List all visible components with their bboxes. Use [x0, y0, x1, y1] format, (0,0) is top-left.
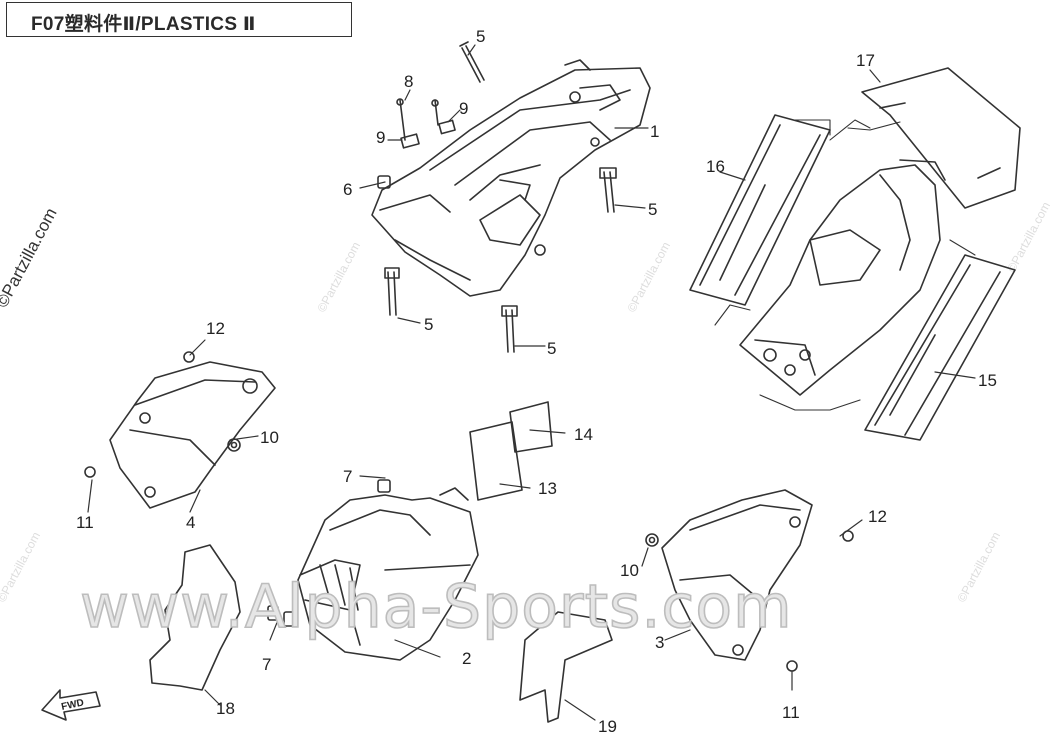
tail-assembly-center [739, 159, 946, 396]
callout-16: 16 [706, 157, 725, 176]
callout-18: 18 [216, 699, 235, 718]
callout-3: 3 [655, 633, 664, 652]
callout-6: 6 [343, 180, 352, 199]
callout-11: 11 [782, 703, 800, 722]
part-5-screw-left [384, 267, 400, 316]
part-2-storage-box [297, 487, 479, 661]
callout-9: 9 [459, 99, 468, 118]
part-9-clips [400, 119, 456, 149]
callout-5: 5 [476, 27, 485, 46]
callout-8: 8 [404, 72, 413, 91]
part-11-screw-left [84, 466, 96, 478]
callout-7: 7 [343, 467, 352, 486]
assembly-frame-lines [714, 119, 976, 411]
part-5-screw-top [459, 41, 485, 83]
part-5-screw-right [599, 167, 617, 213]
callout-4: 4 [186, 513, 195, 532]
diagram-title-box: F07塑料件Ⅱ/PLASTICS Ⅱ [6, 2, 352, 37]
part-12-screw-left [183, 351, 195, 363]
part-18-left-flap [149, 544, 241, 691]
callout-19: 19 [598, 717, 617, 736]
part-6-nut [377, 175, 391, 189]
callout-12: 12 [868, 507, 887, 526]
part-14-label [509, 401, 553, 453]
part-4-left-side-cover [109, 361, 276, 509]
part-3-right-side-cover [661, 489, 813, 661]
callout-10: 10 [260, 428, 279, 447]
callout-9: 9 [376, 128, 385, 147]
site-watermark: www.Alpha-Sports.com [79, 571, 793, 643]
part-12-screw-right [842, 530, 854, 542]
fwd-arrow-icon [41, 689, 101, 721]
callout-13: 13 [538, 479, 557, 498]
callout-numbers: 1 2 3 4 5 5 5 5 6 7 7 8 9 9 10 10 11 11 … [76, 27, 997, 736]
fwd-label: FWD [60, 697, 85, 712]
part-15-right-rail [864, 254, 1016, 441]
part-16-left-rail [689, 114, 831, 306]
callout-14: 14 [574, 425, 593, 444]
callout-15: 15 [978, 371, 997, 390]
part-7-clip-top [377, 479, 391, 493]
callout-12: 12 [206, 319, 225, 338]
part-5-screw-bottom [501, 305, 518, 353]
callout-10: 10 [620, 561, 639, 580]
callout-5: 5 [424, 315, 433, 334]
part-10-grommet-right [645, 533, 659, 547]
callout-1: 1 [650, 122, 659, 141]
callout-2: 2 [462, 649, 471, 668]
part-7-clips-bottom [267, 605, 295, 627]
callout-11: 11 [76, 513, 94, 532]
leader-lines [87, 44, 976, 721]
part-11-screw-right [786, 660, 798, 672]
callout-5: 5 [547, 339, 556, 358]
callout-17: 17 [856, 51, 875, 70]
part-8-bolts [396, 98, 439, 141]
part-13-label [469, 421, 523, 501]
part-17-top-plate [861, 67, 1021, 209]
part-19-lower-flap [519, 611, 613, 723]
callout-5: 5 [648, 200, 657, 219]
callout-7: 7 [262, 655, 271, 674]
part-1-rear-fender [371, 59, 651, 297]
diagram-title: F07塑料件Ⅱ/PLASTICS Ⅱ [31, 14, 256, 35]
